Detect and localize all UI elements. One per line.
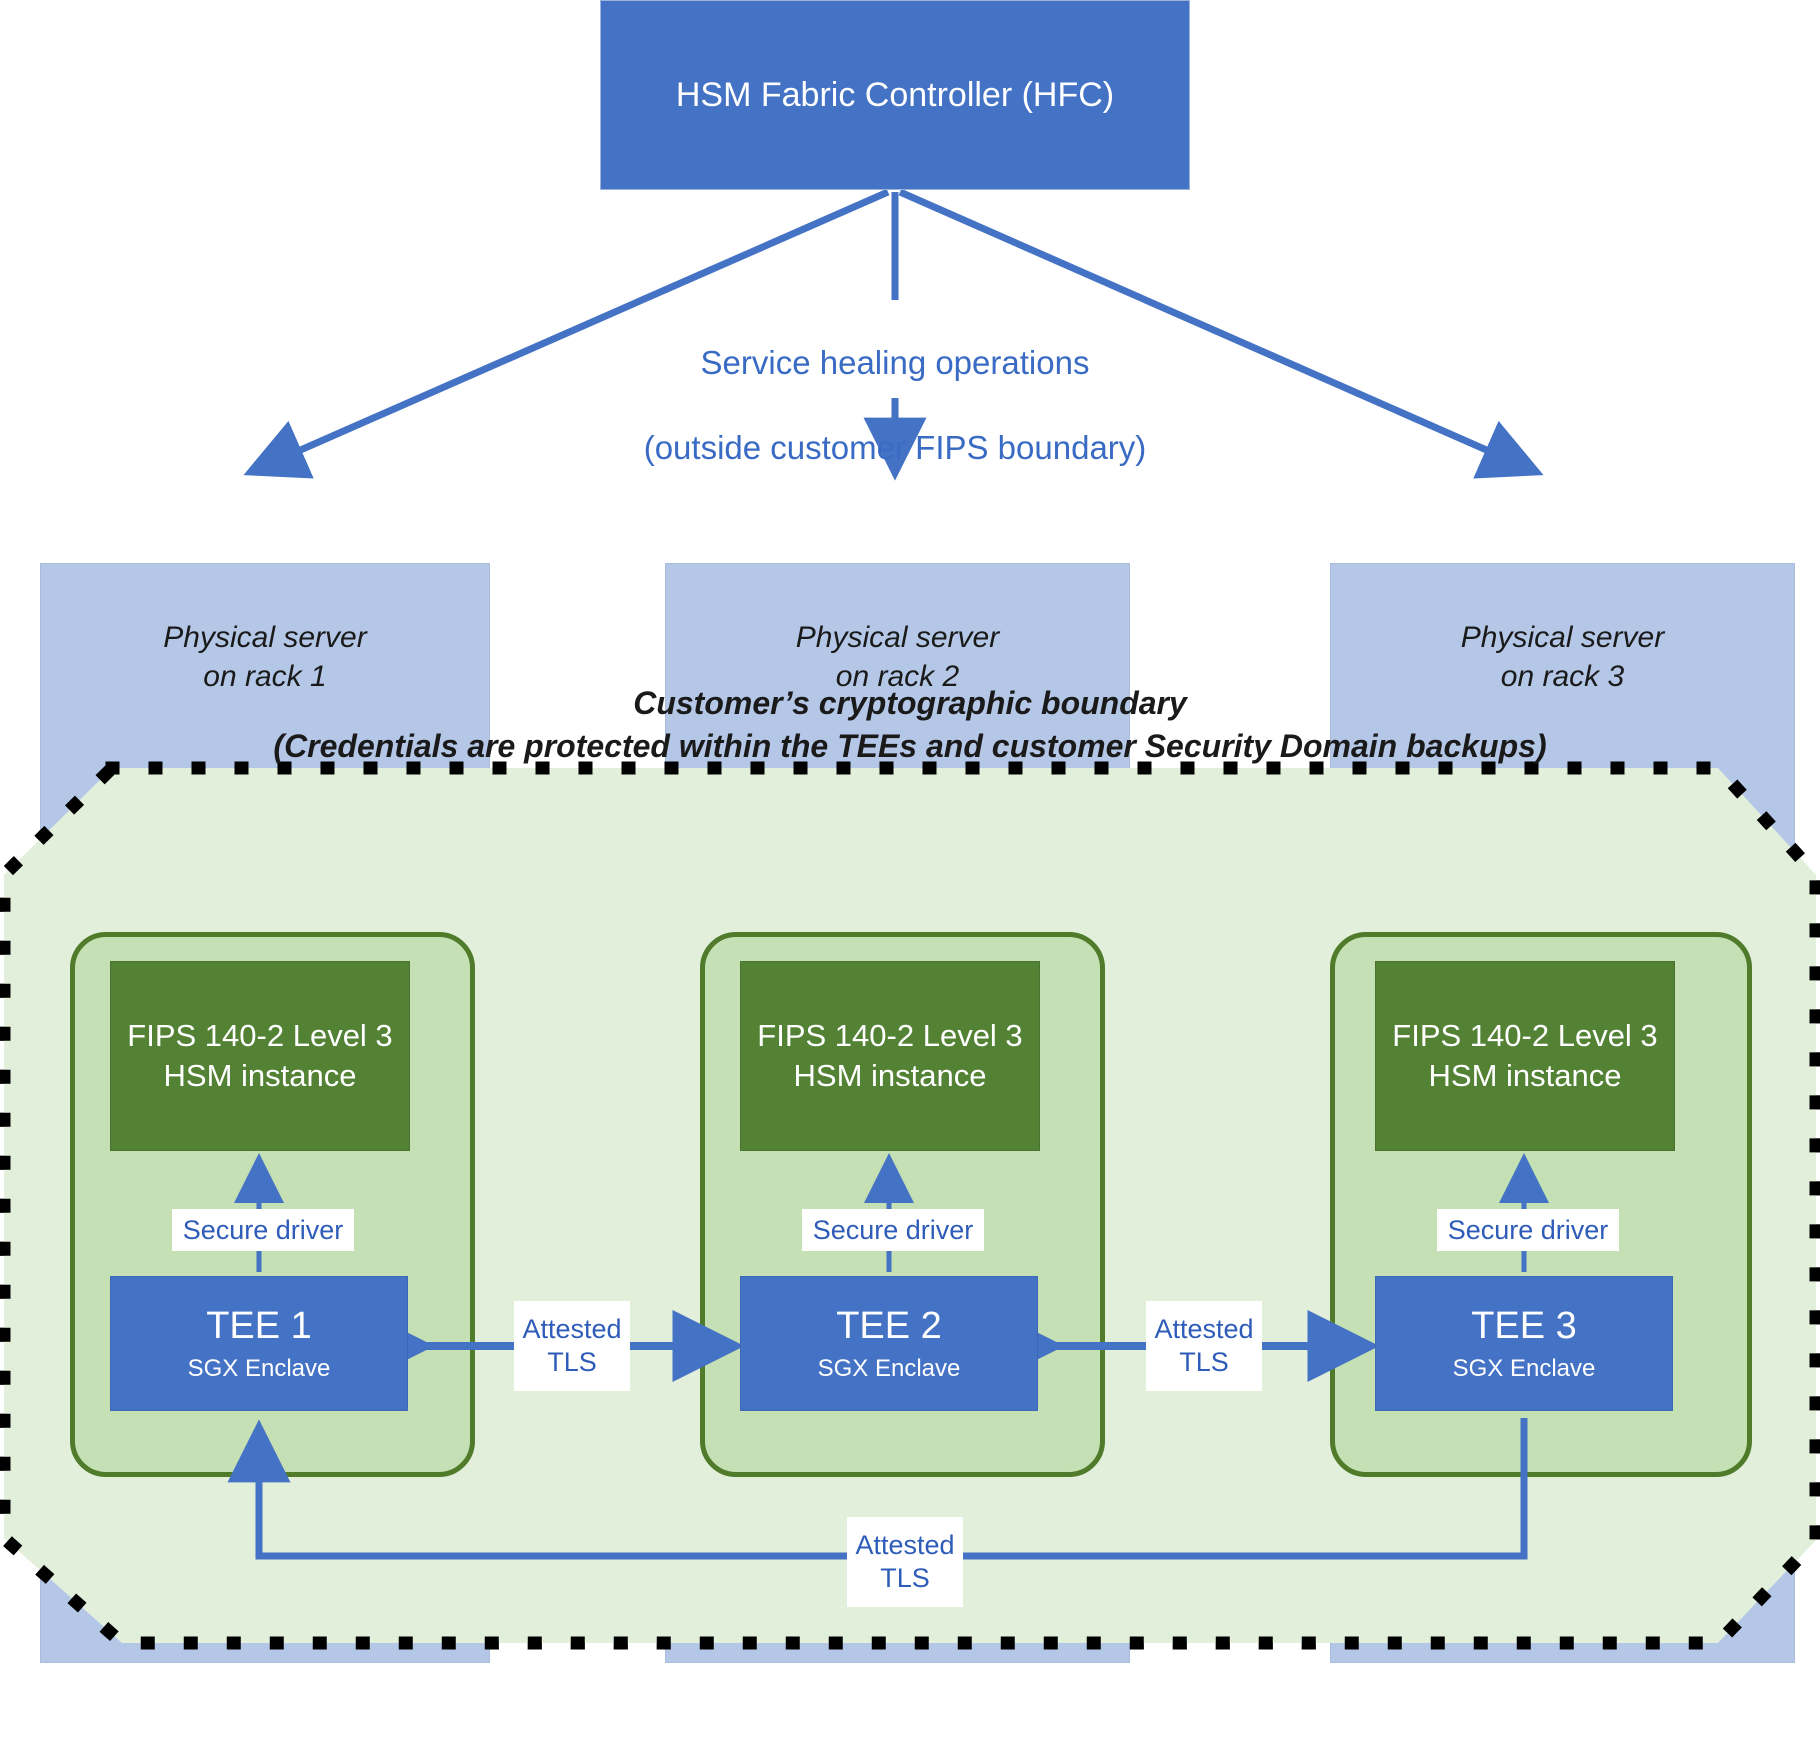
tee-box-1: TEE 1 SGX Enclave — [110, 1276, 408, 1411]
server-3-line2: on rack 3 — [1500, 660, 1625, 693]
server-3-line1: Physical server — [1460, 621, 1665, 654]
hsm-2-line2: HSM instance — [793, 1058, 987, 1093]
hsm-fabric-controller-box: HSM Fabric Controller (HFC) — [600, 0, 1190, 190]
server-2-line2: on rack 2 — [835, 660, 960, 693]
tee-3-title: TEE 3 — [1471, 1304, 1577, 1347]
hsm-3-line2: HSM instance — [1428, 1058, 1622, 1093]
attested-tls-label-1-2: Attested TLS — [514, 1301, 630, 1391]
hsm-1-line2: HSM instance — [163, 1058, 357, 1093]
tee-2-title: TEE 2 — [836, 1304, 942, 1347]
tee-box-2: TEE 2 SGX Enclave — [740, 1276, 1038, 1411]
tee-1-title: TEE 1 — [206, 1304, 312, 1347]
service-healing-label: Service healing operations (outside cust… — [560, 300, 1230, 511]
attested-tls-label-3-1: Attested TLS — [847, 1517, 963, 1607]
attested-tls-label-2-3: Attested TLS — [1146, 1301, 1262, 1391]
hsm-2-line1: FIPS 140-2 Level 3 — [757, 1017, 1023, 1053]
hsm-instance-3: FIPS 140-2 Level 3 HSM instance — [1375, 961, 1675, 1151]
hsm-instance-2: FIPS 140-2 Level 3 HSM instance — [740, 961, 1040, 1151]
hsm-instance-1: FIPS 140-2 Level 3 HSM instance — [110, 961, 410, 1151]
hfc-to-server1-arrow — [243, 188, 890, 479]
secure-driver-label-1: Secure driver — [172, 1209, 354, 1251]
tee-1-subtitle: SGX Enclave — [187, 1354, 331, 1382]
server-2-line1: Physical server — [795, 621, 1000, 654]
tee-2-subtitle: SGX Enclave — [817, 1354, 961, 1382]
hfc-to-server3-arrow — [898, 188, 1544, 479]
boundary-title-line2: (Credentials are protected within the TE… — [273, 727, 1547, 764]
hsm-1-line1: FIPS 140-2 Level 3 — [127, 1017, 393, 1053]
service-healing-line2: (outside customer FIPS boundary) — [643, 428, 1147, 466]
customer-boundary-title: Customer’s cryptographic boundary (Crede… — [60, 682, 1760, 767]
service-healing-line1: Service healing operations — [700, 344, 1090, 382]
tee-box-3: TEE 3 SGX Enclave — [1375, 1276, 1673, 1411]
boundary-title-line1: Customer’s cryptographic boundary — [633, 685, 1187, 721]
server-1-line2: on rack 1 — [203, 660, 327, 693]
hfc-label: HSM Fabric Controller (HFC) — [675, 75, 1115, 114]
secure-driver-label-2: Secure driver — [802, 1209, 984, 1251]
secure-driver-label-3: Secure driver — [1437, 1209, 1619, 1251]
server-1-line1: Physical server — [163, 621, 367, 654]
tee-3-subtitle: SGX Enclave — [1452, 1354, 1596, 1382]
hsm-3-line1: FIPS 140-2 Level 3 — [1392, 1017, 1658, 1053]
